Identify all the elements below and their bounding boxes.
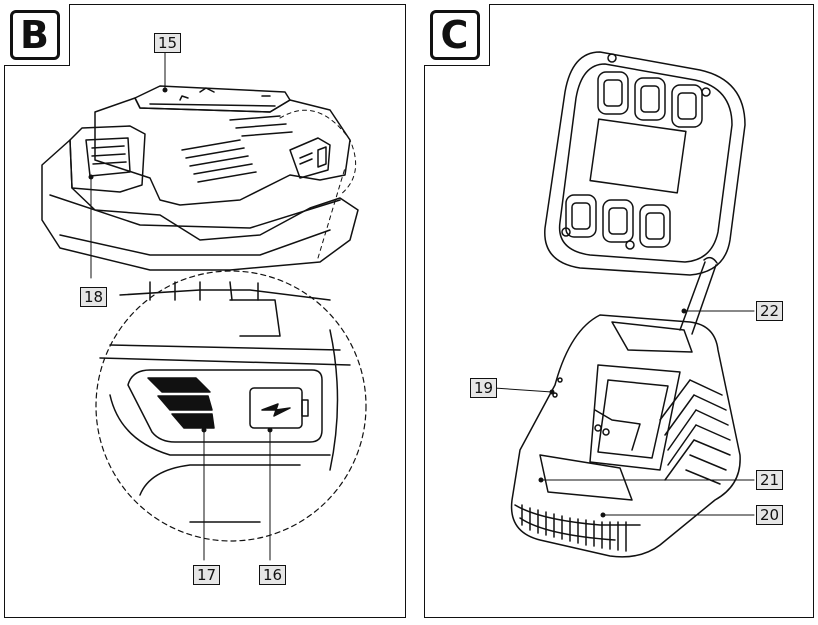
- panel-c-label: C: [430, 10, 480, 60]
- panel-b-tab: B: [4, 4, 70, 66]
- panel-c-tab: C: [424, 4, 490, 66]
- indicator-detail-illustration: [100, 282, 350, 522]
- panel-b-label: B: [10, 10, 60, 60]
- callout-15: 15: [154, 33, 181, 53]
- callout-16: 16: [259, 565, 286, 585]
- battery-underside-illustration: [545, 52, 745, 275]
- detail-zoom-circle: [96, 271, 366, 541]
- callout-22: 22: [756, 301, 783, 321]
- panel-b-leaders: [91, 52, 270, 560]
- leader-dots: [89, 88, 687, 518]
- detail-guide-line: [318, 168, 345, 258]
- callout-18: 18: [80, 287, 107, 307]
- callout-21: 21: [756, 470, 783, 490]
- charger-illustration: [512, 315, 741, 557]
- callout-17: 17: [193, 565, 220, 585]
- callout-19: 19: [470, 378, 497, 398]
- callout-20: 20: [756, 505, 783, 525]
